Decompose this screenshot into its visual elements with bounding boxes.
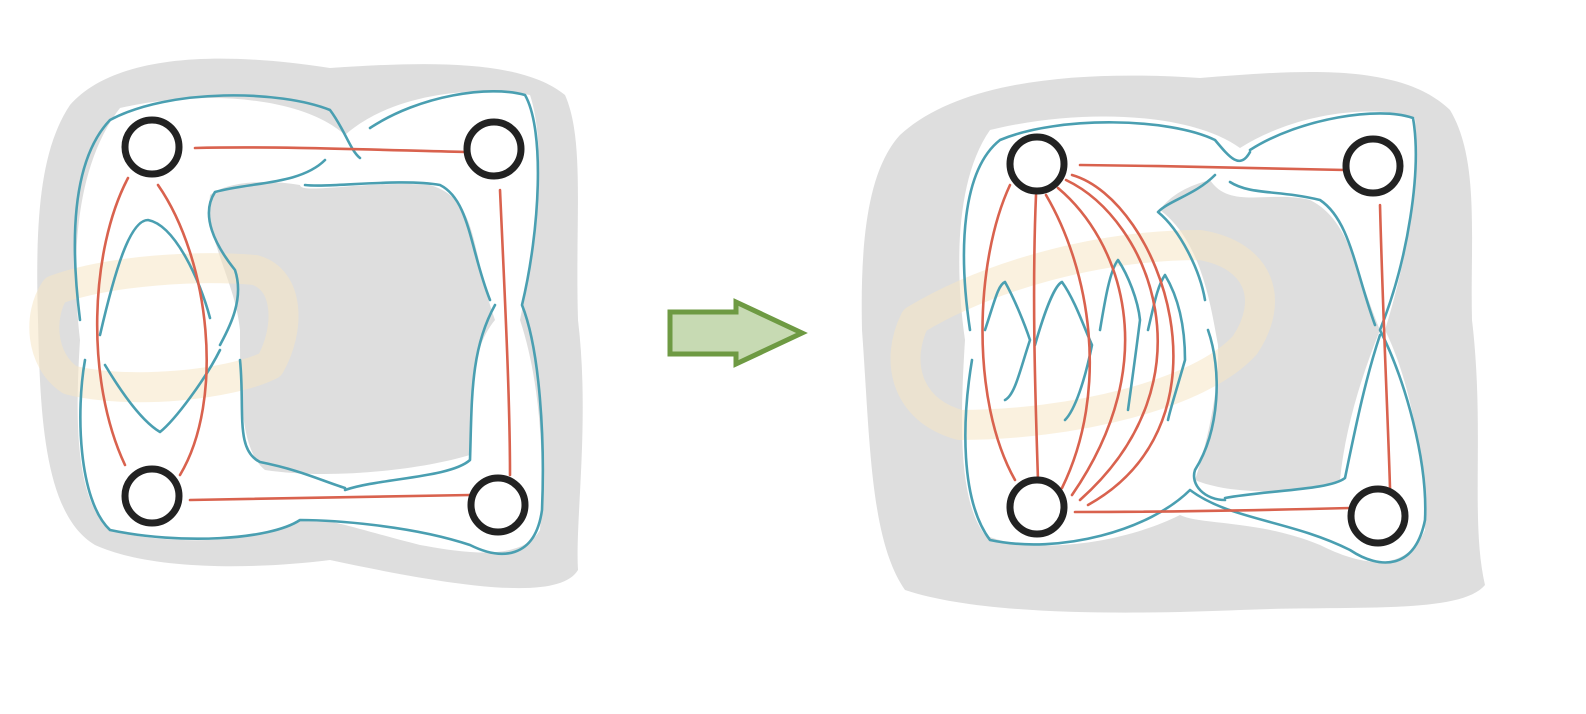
surface-fill bbox=[76, 91, 542, 553]
right-block-arrow-icon bbox=[667, 298, 808, 368]
inner-wave-contour-3 bbox=[1098, 258, 1142, 412]
node-top-right bbox=[463, 118, 525, 180]
edge-top-2 bbox=[1078, 163, 1347, 172]
surface-fill-2 bbox=[959, 111, 1425, 562]
node-bottom-right bbox=[467, 474, 529, 536]
node-top-left-2 bbox=[1006, 133, 1068, 195]
outer-contour-2 bbox=[962, 112, 1427, 564]
highlight-ring-2 bbox=[890, 230, 1275, 440]
node-bottom-left bbox=[121, 465, 183, 527]
edge-top bbox=[193, 146, 467, 154]
inner-wave-contour-1 bbox=[983, 280, 1032, 402]
edge-left-1 bbox=[981, 183, 1017, 482]
edge-left-5 bbox=[1064, 178, 1159, 502]
inner-wave-contour-4 bbox=[1146, 273, 1187, 422]
node-top-right-2 bbox=[1342, 135, 1404, 197]
panel-before bbox=[29, 58, 583, 589]
edge-left-4 bbox=[1056, 186, 1127, 497]
edge-left-outer bbox=[95, 176, 130, 467]
edge-left-2 bbox=[1032, 193, 1040, 482]
edge-left-6 bbox=[1070, 173, 1175, 507]
arrow-shape bbox=[667, 298, 808, 368]
highlight-ring bbox=[29, 253, 299, 403]
edge-right-2 bbox=[1378, 203, 1392, 490]
edge-right bbox=[498, 188, 512, 477]
edge-bottom-2 bbox=[1073, 506, 1352, 514]
node-bottom-left-2 bbox=[1006, 476, 1068, 538]
inner-hole-contour bbox=[207, 158, 497, 492]
panel-after bbox=[861, 71, 1485, 613]
node-bottom-right-2 bbox=[1347, 485, 1409, 547]
inner-hole-contour-2 bbox=[1156, 173, 1382, 502]
edge-bottom bbox=[188, 493, 472, 502]
edge-left-3 bbox=[1044, 193, 1092, 490]
node-top-left bbox=[121, 116, 183, 178]
edge-left-inner bbox=[156, 183, 208, 477]
outer-contour bbox=[73, 90, 545, 556]
inner-wave-contour-2 bbox=[1033, 280, 1094, 422]
